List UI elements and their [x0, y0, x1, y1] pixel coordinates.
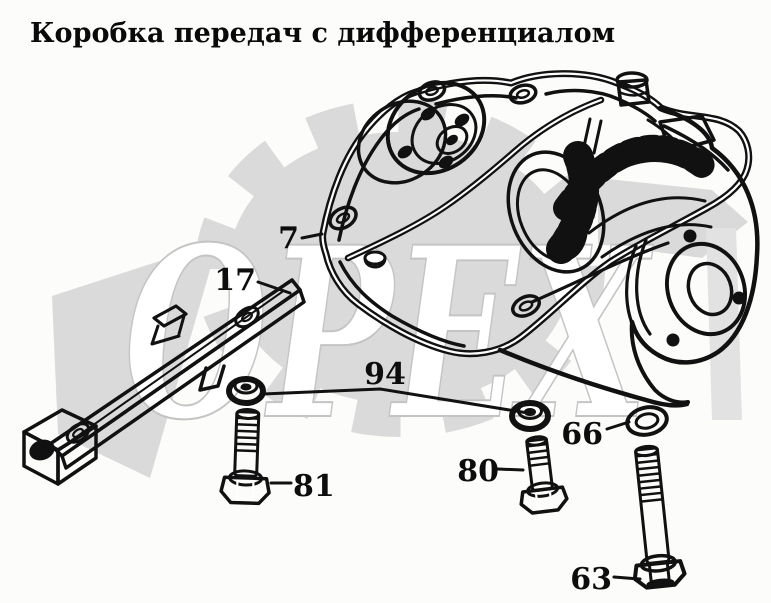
leader-lines — [256, 232, 642, 581]
bolt-short — [519, 435, 569, 515]
callout-label-66: 66 — [561, 417, 603, 452]
bolt-short — [219, 407, 271, 506]
watermark: ОРЕХ — [52, 99, 748, 478]
bell-ear-boss — [683, 229, 697, 243]
bolt-hole — [417, 80, 447, 102]
callout-label-81: 81 — [293, 469, 335, 504]
flange-bolt-hole — [454, 113, 470, 127]
leader-7 — [300, 232, 324, 240]
flange-bolt-hole — [397, 145, 413, 159]
gasket-bolt-holes — [328, 80, 541, 318]
flange-bolt-hole — [420, 107, 436, 121]
bracket-tab — [150, 304, 188, 346]
page-title: Коробка передач с дифференциалом — [30, 18, 615, 49]
gear-opening-edge — [344, 96, 605, 262]
bolt-hole — [511, 294, 541, 318]
bracket-end-hole — [29, 439, 55, 461]
leader-80 — [496, 467, 525, 472]
input-flange — [356, 80, 487, 185]
bell-ear-boss — [666, 333, 680, 347]
bolt-long — [632, 444, 687, 590]
dowel-stud — [363, 250, 387, 269]
bolt-hole — [328, 205, 358, 231]
washer — [625, 405, 669, 437]
nut — [226, 376, 266, 406]
bracket-hole — [65, 422, 91, 444]
callout-labels: 7 17 94 66 80 81 63 — [214, 221, 612, 597]
bell-ear-boss — [732, 291, 746, 305]
breather-plug — [615, 71, 651, 107]
bell-housing — [497, 105, 760, 408]
bolt-hole — [508, 83, 538, 105]
callout-label-94: 94 — [364, 357, 406, 392]
callout-label-63: 63 — [570, 562, 612, 597]
flange-bolt-hole — [438, 155, 454, 169]
leader-94 — [261, 387, 530, 415]
leader-17 — [256, 280, 292, 295]
bracket-hole — [234, 305, 260, 329]
callout-label-80: 80 — [457, 454, 499, 489]
mounting-bracket — [22, 278, 306, 486]
leader-63 — [612, 575, 642, 581]
pinion-gear — [506, 117, 606, 274]
bracket-tab — [198, 364, 226, 392]
leader-66 — [605, 420, 631, 431]
callout-label-17: 17 — [214, 263, 256, 298]
callout-label-7: 7 — [278, 221, 299, 256]
